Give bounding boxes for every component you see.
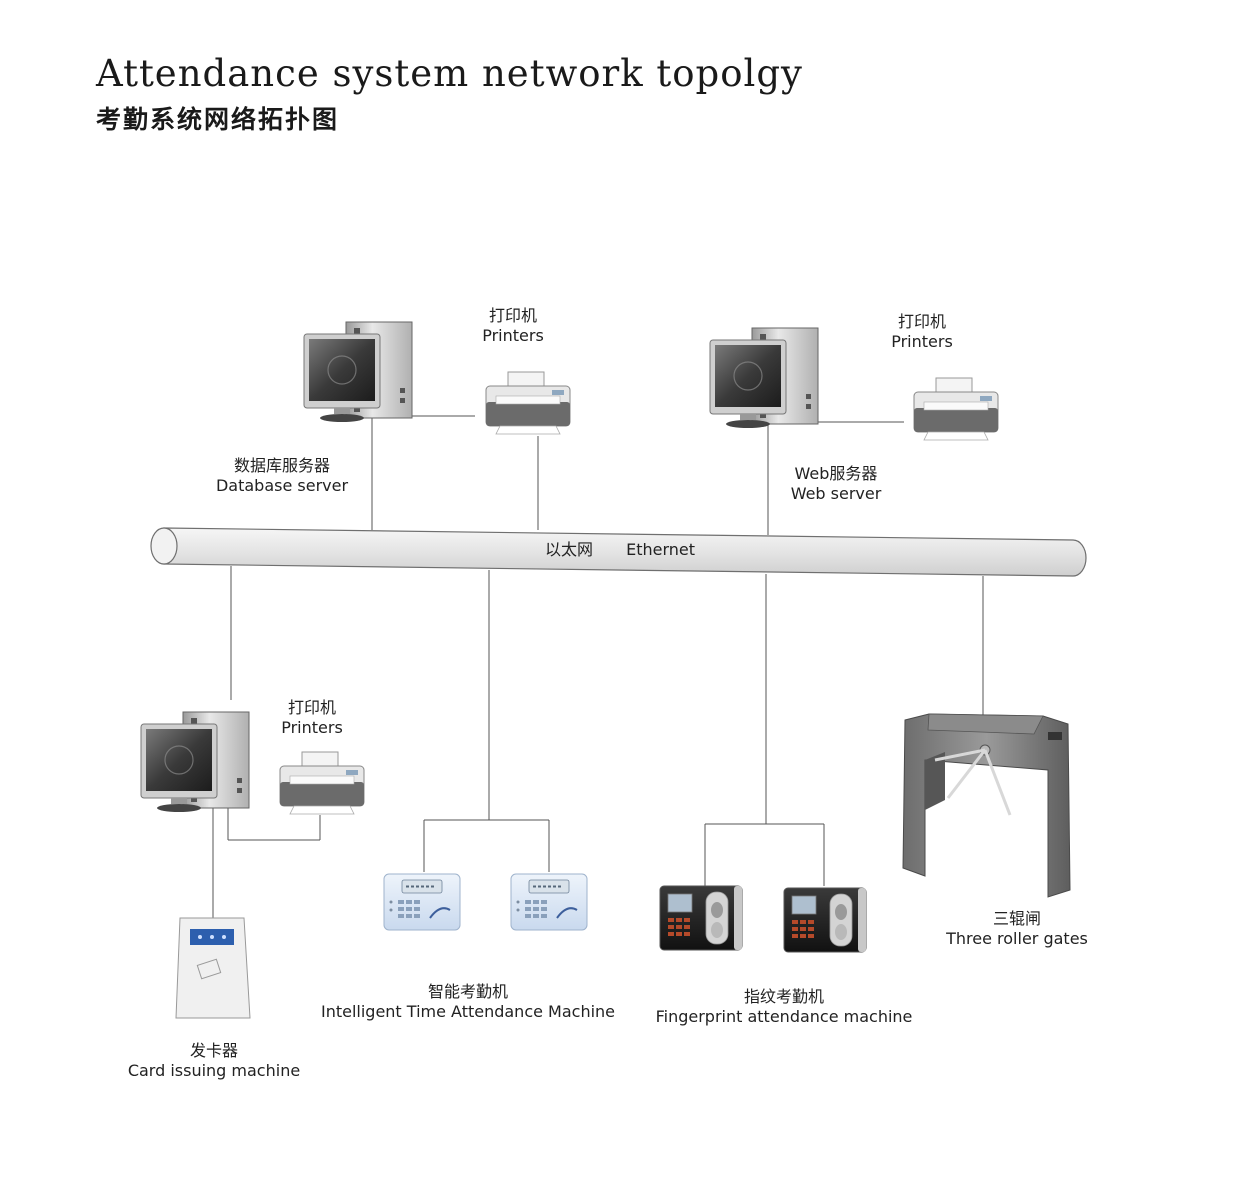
database-printer (485, 371, 571, 435)
gates-label-cn: 三辊闸 (992, 909, 1041, 928)
ethernet-label-cn: 以太网 (545, 540, 594, 559)
database-server-computer (303, 321, 413, 423)
gates-label: 三辊闸 Three roller gates (937, 909, 1097, 949)
fingerprint-label-cn: 指纹考勤机 (743, 987, 824, 1006)
card-printer-label-cn: 打印机 (287, 698, 336, 717)
fingerprint-label-en: Fingerprint attendance machine (655, 1007, 913, 1026)
database-server-label-en: Database server (215, 476, 349, 495)
web-server-computer (709, 327, 819, 429)
connection-lines (212, 415, 984, 918)
ethernet-label: 以太网 Ethernet (545, 540, 695, 560)
intelligent-terminal-1 (383, 873, 461, 931)
diagram-subtitle: 考勤系统网络拓扑图 (96, 105, 340, 134)
gates-label-en: Three roller gates (946, 929, 1088, 948)
card-issuing-machine (175, 917, 251, 1019)
web-printer-label-en: Printers (891, 332, 953, 351)
card-issuing-computer (140, 711, 250, 813)
fingerprint-label: 指纹考勤机 Fingerprint attendance machine (644, 987, 924, 1027)
intelligent-terminal-2 (510, 873, 588, 931)
database-printer-label-cn: 打印机 (488, 306, 537, 325)
web-printer-label: 打印机 Printers (872, 312, 972, 352)
card-issuing-label-en: Card issuing machine (127, 1061, 301, 1080)
database-server-label: 数据库服务器 Database server (202, 456, 362, 496)
card-printer-label: 打印机 Printers (262, 698, 362, 738)
web-printer (913, 377, 999, 441)
time-attendance-label-cn: 智能考勤机 (427, 982, 508, 1001)
web-server-label-cn: Web服务器 (794, 464, 878, 483)
web-printer-label-cn: 打印机 (897, 312, 946, 331)
ethernet-label-en: Ethernet (626, 540, 696, 559)
web-server-label-en: Web server (790, 484, 882, 503)
ethernet-bus (150, 527, 1087, 577)
database-server-label-cn: 数据库服务器 (233, 456, 330, 475)
database-printer-label: 打印机 Printers (463, 306, 563, 346)
fingerprint-machine-2 (783, 887, 867, 953)
database-printer-label-en: Printers (482, 326, 544, 345)
web-server-label: Web服务器 Web server (770, 464, 902, 504)
card-issuing-label-cn: 发卡器 (189, 1041, 238, 1060)
card-printer-label-en: Printers (281, 718, 343, 737)
time-attendance-label-en: Intelligent Time Attendance Machine (320, 1002, 616, 1021)
diagram-title: Attendance system network topolgy (96, 52, 803, 95)
card-issuing-label: 发卡器 Card issuing machine (114, 1041, 314, 1081)
time-attendance-label: 智能考勤机 Intelligent Time Attendance Machin… (308, 982, 628, 1022)
fingerprint-machine-1 (659, 885, 743, 951)
three-roller-gate (902, 713, 1071, 898)
card-printer (279, 751, 365, 815)
